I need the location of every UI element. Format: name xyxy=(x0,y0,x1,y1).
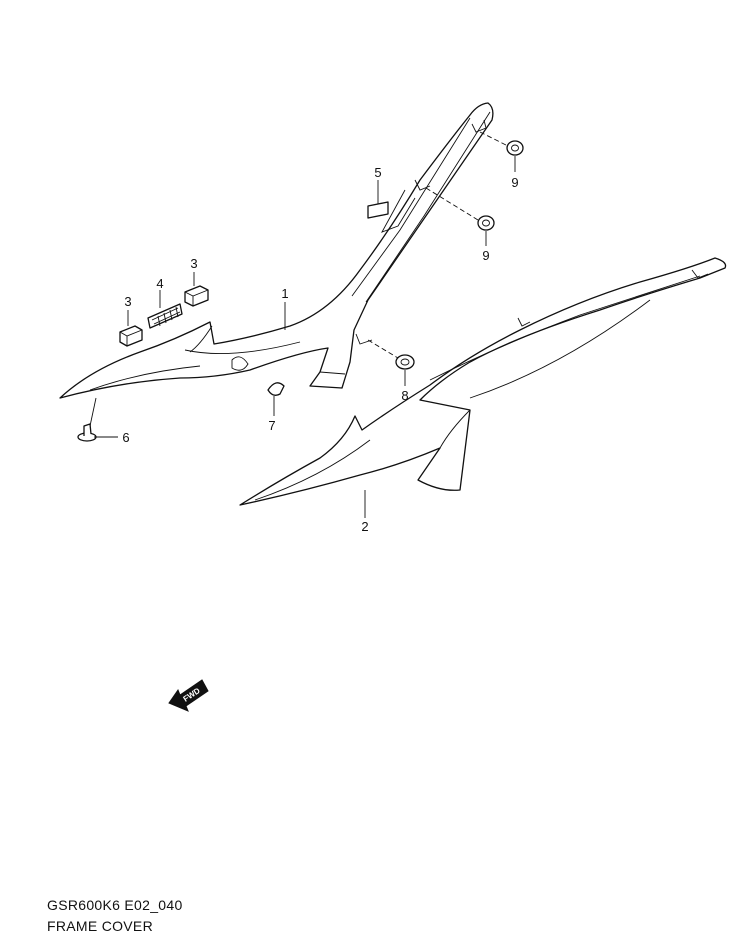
part-3-cushion-right xyxy=(184,285,209,307)
callout-6: 6 xyxy=(122,430,129,445)
callout-3-right: 3 xyxy=(190,256,197,271)
callout-9-upper: 9 xyxy=(511,175,518,190)
part-9-grommet-upper xyxy=(506,140,524,156)
callout-1: 1 xyxy=(281,286,288,301)
callout-2: 2 xyxy=(361,519,368,534)
callout-3-left: 3 xyxy=(124,294,131,309)
part-3-cushion-left xyxy=(119,325,143,347)
callout-5: 5 xyxy=(374,165,381,180)
part-2-frame-cover-lower xyxy=(239,257,727,506)
diagram-code: GSR600K6 E02_040 xyxy=(47,897,183,913)
callout-4: 4 xyxy=(156,276,163,291)
callout-9-lower: 9 xyxy=(482,248,489,263)
part-5-pad xyxy=(367,201,389,219)
diagram-title: FRAME COVER xyxy=(47,918,153,934)
part-1-frame-cover-upper xyxy=(59,102,494,399)
callout-7: 7 xyxy=(268,418,275,433)
part-9-grommet-lower xyxy=(477,215,495,231)
fwd-arrow-icon: FWD xyxy=(168,679,209,712)
part-6-screw xyxy=(77,423,97,442)
part-7-clip xyxy=(267,382,285,396)
callout-8: 8 xyxy=(401,388,408,403)
leader-lines xyxy=(89,131,516,518)
part-4-mesh-pad xyxy=(147,303,183,329)
part-8-grommet xyxy=(395,354,415,370)
